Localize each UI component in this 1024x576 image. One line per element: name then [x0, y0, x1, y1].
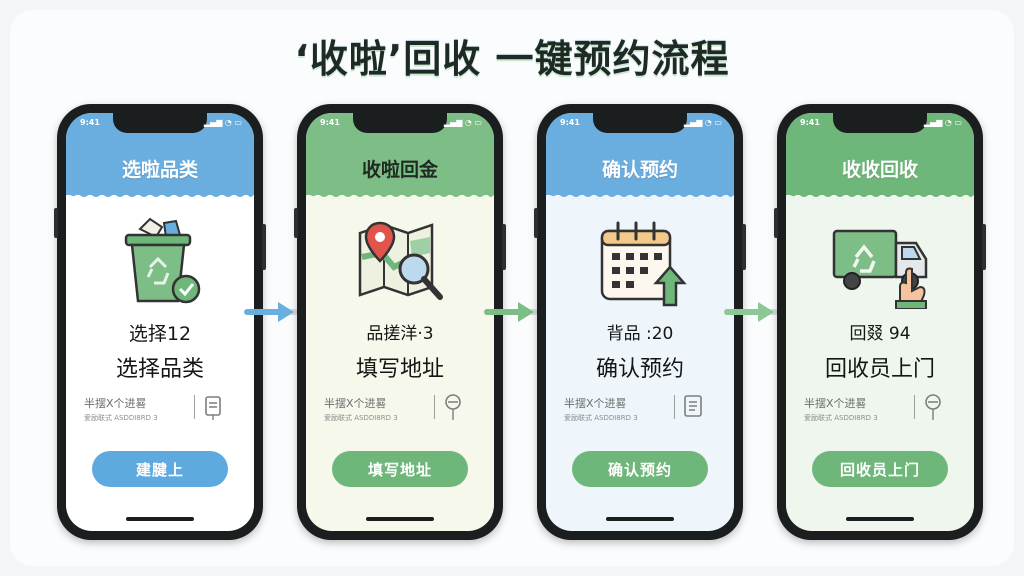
- calendar-upload-icon: [600, 221, 687, 307]
- phone-notch: [833, 113, 927, 133]
- meta-primary-text: 半摆X个进晷: [804, 397, 867, 410]
- recycle-truck-icon: [832, 229, 928, 309]
- phone-side-button: [742, 224, 746, 270]
- step-heading: 选择品类: [115, 357, 204, 382]
- map-search-icon: [358, 221, 443, 300]
- status-time: 9:41: [80, 118, 100, 127]
- phone-side-button: [982, 224, 986, 270]
- screen-header: 9:41 ▂▄▆ ◔ ▭ 确认预约: [546, 113, 734, 197]
- signpost-icon: [445, 394, 461, 420]
- page-title: ‘收啦’回收 一键预约流程: [294, 37, 730, 81]
- status-time: 9:41: [320, 118, 340, 127]
- screen-title: 收收回收: [841, 159, 918, 181]
- header-wave: [306, 189, 494, 197]
- step-meta: 半摆X个进晷 爱励联式 ASDDI8RD 3: [324, 393, 476, 427]
- signpost-icon: [925, 394, 941, 420]
- step-heading: 填写地址: [355, 357, 444, 382]
- meta-separator: [914, 395, 915, 419]
- phone-step-3: 9:41 ▂▄▆ ◔ ▭ 确认预约 背品 :20 确认预约 半摆X个进晷 爱励联…: [534, 104, 746, 540]
- phone-step-2: 9:41 ▂▄▆ ◔ ▭ 收啦回金 品搓洋·3 填写地址 半摆X个进晷 爱励联式…: [294, 104, 506, 540]
- meta-secondary-text: 爱励联式 ASDDI8RD 3: [564, 414, 638, 422]
- checklist-icon: [684, 395, 702, 417]
- header-wave: [66, 189, 254, 197]
- home-indicator: [366, 517, 434, 521]
- phone-volume-button: [774, 208, 778, 238]
- meta-secondary-text: 爱励联式 ASDDI8RD 3: [324, 414, 398, 422]
- step-heading: 确认预约: [595, 357, 684, 382]
- screen-header: 9:41 ▂▄▆ ◔ ▭ 选啦品类: [66, 113, 254, 197]
- step-info-text: 选择12: [128, 323, 192, 345]
- status-time: 9:41: [560, 118, 580, 127]
- step-info-text: 背品 :20: [606, 324, 674, 344]
- screen-title: 选啦品类: [121, 159, 198, 181]
- phone-step-4: 9:41 ▂▄▆ ◔ ▭ 收收回收 回叕 94 回收员上门 半摆X个进晷 爱励联…: [774, 104, 986, 540]
- recycle-bin-icon: [124, 217, 201, 304]
- screen-title: 确认预约: [601, 159, 678, 181]
- home-indicator: [126, 517, 194, 521]
- meta-secondary-text: 爱励联式 ASDDI8RD 3: [84, 414, 158, 422]
- screen-title: 收啦回金: [361, 159, 438, 181]
- meta-separator: [674, 395, 675, 419]
- status-icons: ▂▄▆ ◔ ▭: [683, 118, 722, 127]
- phone-side-button: [502, 224, 506, 270]
- meta-primary-text: 半摆X个进晷: [84, 397, 147, 410]
- status-icons: ▂▄▆ ◔ ▭: [923, 118, 962, 127]
- step-action-button[interactable]: 确认预约: [572, 451, 708, 487]
- status-icons: ▂▄▆ ◔ ▭: [443, 118, 482, 127]
- meta-separator: [434, 395, 435, 419]
- status-icons: ▂▄▆ ◔ ▭: [203, 118, 242, 127]
- step-meta: 半摆X个进晷 爱励联式 ASDDI8RD 3: [84, 393, 236, 427]
- meta-primary-text: 半摆X个进晷: [564, 397, 627, 410]
- phone-screen: 9:41 ▂▄▆ ◔ ▭ 收收回收 回叕 94 回收员上门 半摆X个进晷 爱励联…: [786, 113, 974, 531]
- phone-notch: [593, 113, 687, 133]
- status-time: 9:41: [800, 118, 820, 127]
- phone-screen: 9:41 ▂▄▆ ◔ ▭ 收啦回金 品搓洋·3 填写地址 半摆X个进晷 爱励联式…: [306, 113, 494, 531]
- phone-volume-button: [294, 208, 298, 238]
- phone-notch: [113, 113, 207, 133]
- step-info-text: 回叕 94: [849, 324, 911, 344]
- step-action-button[interactable]: 填写地址: [332, 451, 468, 487]
- step-meta: 半摆X个进晷 爱励联式 ASDDI8RD 3: [564, 393, 716, 427]
- home-indicator: [606, 517, 674, 521]
- phone-step-1: 9:41 ▂▄▆ ◔ ▭ 选啦品类 选择12 选择品类 半摆X个进晷 爱励联式 …: [54, 104, 266, 540]
- phone-volume-button: [54, 208, 58, 238]
- meta-secondary-text: 爱励联式 ASDDI8RD 3: [804, 414, 878, 422]
- clipboard-icon: [205, 396, 221, 420]
- step-meta: 半摆X个进晷 爱励联式 ASDDI8RD 3: [804, 393, 956, 427]
- step-action-button[interactable]: 回收员上门: [812, 451, 948, 487]
- step-action-button[interactable]: 建腱上: [92, 451, 228, 487]
- phone-screen: 9:41 ▂▄▆ ◔ ▭ 选啦品类 选择12 选择品类 半摆X个进晷 爱励联式 …: [66, 113, 254, 531]
- phone-side-button: [262, 224, 266, 270]
- header-wave: [546, 189, 734, 197]
- phone-screen: 9:41 ▂▄▆ ◔ ▭ 确认预约 背品 :20 确认预约 半摆X个进晷 爱励联…: [546, 113, 734, 531]
- screen-header: 9:41 ▂▄▆ ◔ ▭ 收啦回金: [306, 113, 494, 197]
- phone-notch: [353, 113, 447, 133]
- step-info-text: 品搓洋·3: [366, 324, 434, 344]
- meta-separator: [194, 395, 195, 419]
- screen-header: 9:41 ▂▄▆ ◔ ▭ 收收回收: [786, 113, 974, 197]
- phone-volume-button: [534, 208, 538, 238]
- home-indicator: [846, 517, 914, 521]
- header-wave: [786, 189, 974, 197]
- meta-primary-text: 半摆X个进晷: [324, 397, 387, 410]
- step-heading: 回收员上门: [824, 357, 935, 382]
